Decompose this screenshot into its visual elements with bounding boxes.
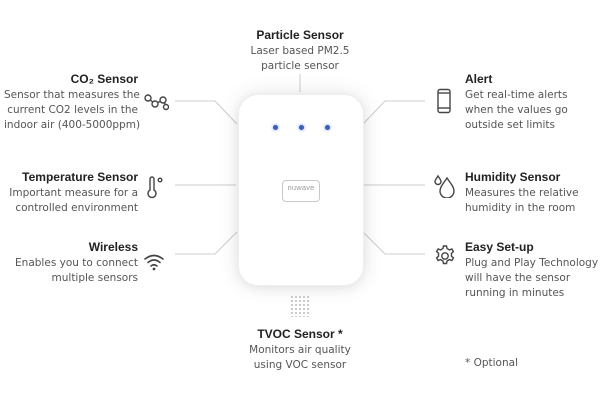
feature-title: Easy Set-up xyxy=(465,240,534,254)
feature-desc-line: Monitors air quality xyxy=(249,344,351,356)
feature-desc-line: using VOC sensor xyxy=(253,359,347,371)
feature-desc-line: current CO2 levels in the xyxy=(7,104,138,116)
tvoc-vent xyxy=(290,295,310,317)
feature-title: Temperature Sensor xyxy=(22,170,138,184)
feature-tvoc: TVOC Sensor * Monitors air quality using… xyxy=(210,327,390,373)
feature-desc-line: Important measure for a xyxy=(9,187,138,199)
feature-particle: Particle Sensor Laser based PM2.5 partic… xyxy=(210,28,390,74)
connector-wireless xyxy=(175,231,238,255)
feature-title: Wireless xyxy=(88,240,138,254)
footnote-text: * Optional xyxy=(465,357,518,369)
feature-desc-line: Measures the relative xyxy=(465,187,579,199)
thermometer-icon xyxy=(147,176,163,199)
feature-wireless: Wireless Enables you to connect multiple… xyxy=(4,240,138,286)
connector-alert xyxy=(362,100,425,125)
feature-desc-line: outside set limits xyxy=(465,119,555,131)
feature-humidity: Humidity Sensor Measures the relative hu… xyxy=(465,170,597,216)
led-indicator xyxy=(325,125,330,130)
brand-name: nuwave xyxy=(287,183,315,192)
connector-co2 xyxy=(175,100,238,125)
feature-title: Alert xyxy=(465,72,493,86)
feature-desc-line: Plug and Play Technology xyxy=(465,257,599,269)
feature-desc-line: Laser based PM2.5 xyxy=(250,45,350,57)
feature-title: CO₂ Sensor xyxy=(70,72,138,86)
smartphone-icon xyxy=(437,88,451,114)
feature-desc-line: Sensor that measures the xyxy=(4,89,140,101)
feature-co2: CO₂ Sensor Sensor that measures the curr… xyxy=(4,72,141,133)
feature-desc-line: humidity in the room xyxy=(465,202,576,214)
feature-alert: Alert Get real-time alerts when the valu… xyxy=(465,72,597,133)
feature-setup: Easy Set-up Plug and Play Technology wil… xyxy=(465,240,599,301)
brand-logo: nuwave xyxy=(282,180,320,202)
feature-desc-line: particle sensor xyxy=(261,60,339,72)
wifi-icon xyxy=(144,254,164,271)
led-indicator xyxy=(299,125,304,130)
water-drop-icon xyxy=(434,174,455,198)
feature-desc-line: when the values go xyxy=(465,104,568,116)
led-indicator xyxy=(273,125,278,130)
feature-desc-line: indoor air (400-5000ppm) xyxy=(4,119,141,131)
feature-title: TVOC Sensor * xyxy=(257,327,343,341)
feature-desc-line: Enables you to connect xyxy=(15,257,138,269)
feature-desc-line: running in minutes xyxy=(465,287,565,299)
feature-desc-line: will have the sensor xyxy=(465,272,571,284)
molecule-icon xyxy=(144,94,169,111)
feature-title: Humidity Sensor xyxy=(465,170,561,184)
connector-setup xyxy=(362,231,425,255)
feature-temperature: Temperature Sensor Important measure for… xyxy=(4,170,138,216)
feature-desc-line: multiple sensors xyxy=(51,272,138,284)
sensor-device: nuwave xyxy=(238,94,364,286)
gear-icon xyxy=(435,245,455,265)
feature-desc-line: Get real-time alerts xyxy=(465,89,568,101)
feature-desc-line: controlled environment xyxy=(15,202,138,214)
footnote: * Optional xyxy=(465,356,585,371)
feature-title: Particle Sensor xyxy=(256,28,344,42)
